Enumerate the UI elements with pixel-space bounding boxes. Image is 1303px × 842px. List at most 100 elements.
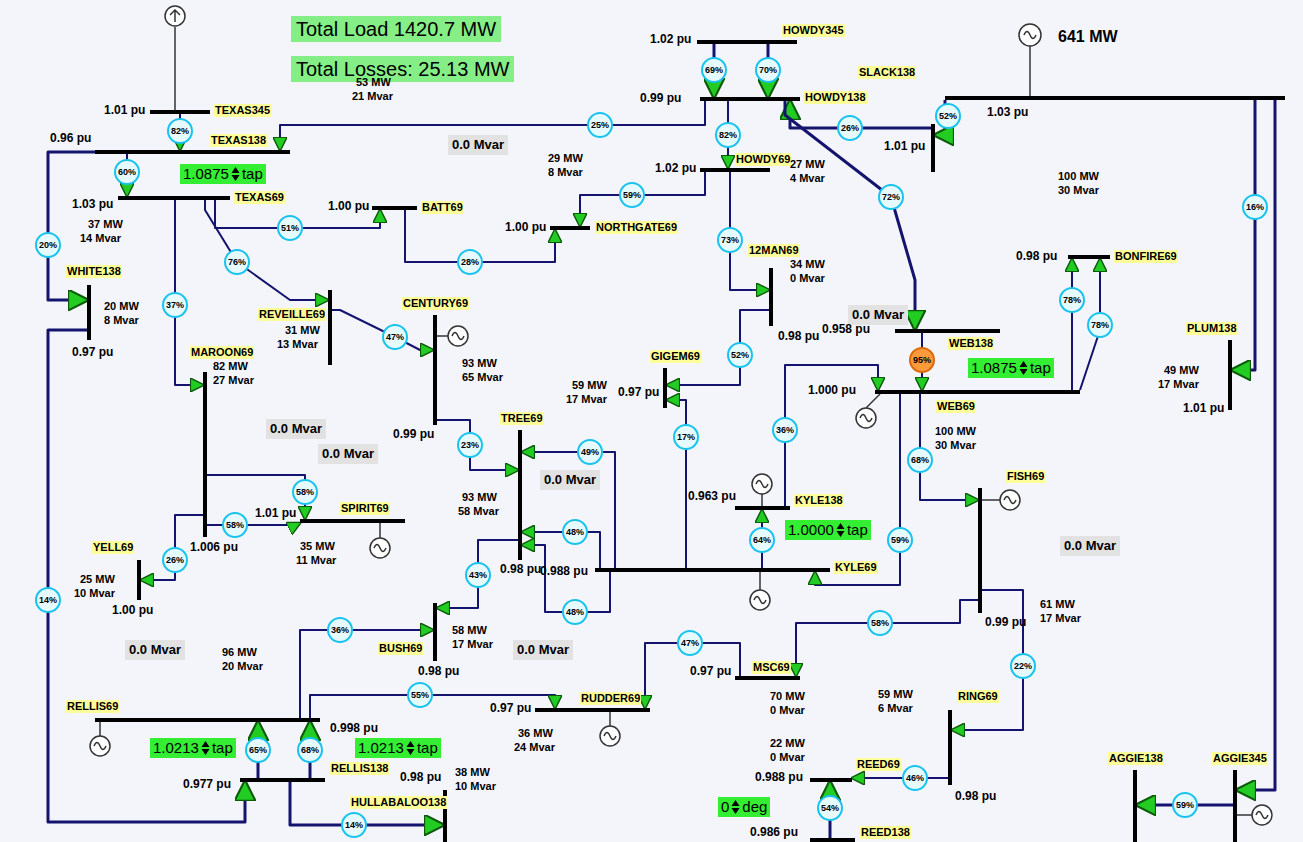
- loading-gauge: 49%: [577, 439, 603, 465]
- loading-gauge: 47%: [382, 324, 408, 350]
- bus-voltage: 0.96 pu: [50, 132, 91, 145]
- bus-bar: TEXAS691.03 pu: [118, 196, 230, 200]
- bus-name: HOWDY138: [804, 91, 867, 104]
- bus-bar: MAROON691.006 pu: [203, 372, 207, 537]
- loading-gauge: 70%: [755, 57, 781, 83]
- load-value: 13 Mvar: [277, 338, 318, 351]
- load-value: 0 Mvar: [790, 272, 825, 285]
- load-value: 17 Mvar: [1040, 612, 1081, 625]
- bus-name: HOWDY69: [735, 153, 791, 166]
- bus-name: CENTURY69: [402, 297, 469, 310]
- bus-voltage: 0.988 pu: [540, 565, 588, 578]
- capacitor-box: 0.0 Mvar: [1060, 536, 1120, 556]
- loading-gauge: 64%: [749, 527, 775, 553]
- loading-gauge: 16%: [1242, 194, 1268, 220]
- load-value: 30 Mvar: [935, 439, 976, 452]
- loading-gauge: 73%: [717, 227, 743, 253]
- bus-name: TEXAS345: [214, 104, 271, 117]
- loading-gauge: 59%: [619, 182, 645, 208]
- load-value: 17 Mvar: [566, 393, 607, 406]
- box-text: 0.0 Mvar: [852, 307, 904, 323]
- bus-name: WHITE138: [66, 265, 122, 278]
- bus-voltage: 1.00 pu: [328, 200, 369, 213]
- load-value: 27 MW: [790, 158, 825, 171]
- loading-gauge: 26%: [162, 547, 188, 573]
- bus-name: RELLIS138: [330, 762, 389, 775]
- loading-gauge: 65%: [245, 737, 271, 763]
- bus-name: REVEILLE69: [258, 308, 326, 321]
- load-value: 59 MW: [878, 688, 913, 701]
- tap-unit: tap: [1030, 359, 1051, 377]
- bus-voltage: 0.958 pu: [822, 323, 870, 336]
- spinner-arrows: [406, 741, 414, 755]
- bus-name: SLACK138: [858, 66, 916, 79]
- branch-line: [207, 475, 305, 519]
- bus-bar: NORTHGATE691.00 pu: [550, 226, 590, 230]
- capacitor-box: 0.0 Mvar: [125, 640, 185, 660]
- bus-name: RELLIS69: [66, 700, 119, 713]
- spinner-arrows: [231, 167, 239, 181]
- branch-line: [785, 365, 878, 506]
- tap-unit: tap: [242, 165, 263, 183]
- bus-name: BONFIRE69: [1114, 250, 1178, 263]
- load-value: 59 MW: [572, 379, 607, 392]
- load-value: 53 MW: [356, 76, 391, 89]
- bus-bar: PLUM1381.01 pu: [1228, 340, 1232, 410]
- bus-voltage: 0.99 pu: [640, 92, 681, 105]
- load-value: 100 MW: [935, 425, 976, 438]
- branch-line: [48, 330, 245, 822]
- bus-bar: AGGIE345: [1233, 770, 1237, 842]
- box-text: Total Load 1420.7 MW: [296, 17, 496, 41]
- bus-name: REED69: [856, 758, 901, 771]
- loading-gauge: 54%: [817, 795, 843, 821]
- load-value: 61 MW: [1040, 598, 1075, 611]
- bus-voltage: 0.98 pu: [418, 665, 459, 678]
- bus-name: AGGIE345: [1212, 752, 1268, 765]
- bus-voltage: 1.000 pu: [808, 384, 856, 397]
- bus-bar: REED1380.986 pu: [810, 838, 855, 842]
- box-text: 0.0 Mvar: [270, 421, 322, 437]
- bus-voltage: 1.01 pu: [255, 507, 296, 520]
- tap-box: 0deg: [718, 797, 770, 817]
- branch-line: [796, 600, 978, 676]
- loading-gauge: 95%: [909, 347, 935, 373]
- branch-line: [205, 200, 328, 300]
- bus-voltage: 1.00 pu: [112, 604, 153, 617]
- loading-gauge: 25%: [587, 112, 613, 138]
- load-value: 17 Mvar: [452, 638, 493, 651]
- load-value: 0 Mvar: [770, 704, 805, 717]
- loading-gauge: 22%: [1010, 653, 1036, 679]
- generator-symbol: [90, 6, 1272, 825]
- bus-voltage: 0.98 pu: [500, 563, 541, 576]
- branch-line: [920, 394, 978, 500]
- tap-value: 1.0213: [153, 739, 199, 757]
- load-value: 96 MW: [222, 646, 257, 659]
- load-value: 31 MW: [285, 324, 320, 337]
- bus-bar: BONFIRE690.98 pu: [1068, 255, 1110, 259]
- spinner-arrows: [836, 523, 844, 537]
- bus-voltage: 0.963 pu: [688, 490, 736, 503]
- bus-name: NORTHGATE69: [595, 221, 678, 234]
- load-value: 27 Mvar: [213, 374, 254, 387]
- tap-box: 1.0213tap: [150, 738, 236, 758]
- load-value: 20 MW: [104, 300, 139, 313]
- tap-value: 1.0875: [183, 165, 229, 183]
- tap-box: 1.0213tap: [355, 738, 441, 758]
- bus-bar: RUDDER690.97 pu: [535, 708, 650, 712]
- bus-name: HULLABALOO138: [350, 796, 447, 809]
- loading-gauge: 78%: [1059, 287, 1085, 313]
- bus-voltage: 0.98 pu: [778, 330, 819, 343]
- loading-gauge: 55%: [407, 682, 433, 708]
- loading-gauge: 58%: [222, 512, 248, 538]
- loading-gauge: 46%: [902, 765, 928, 791]
- load-value: 11 Mvar: [296, 554, 336, 567]
- spinner-icon: [406, 740, 415, 756]
- load-value: 10 Mvar: [74, 587, 115, 600]
- load-value: 29 MW: [548, 152, 583, 165]
- tap-box: 1.0000tap: [785, 520, 871, 540]
- tap-box: 1.0875 tap: [180, 164, 266, 184]
- load-value: 37 MW: [88, 218, 123, 231]
- bus-bar: KYLE690.988 pu: [595, 568, 830, 572]
- loading-gauge: 59%: [887, 527, 913, 553]
